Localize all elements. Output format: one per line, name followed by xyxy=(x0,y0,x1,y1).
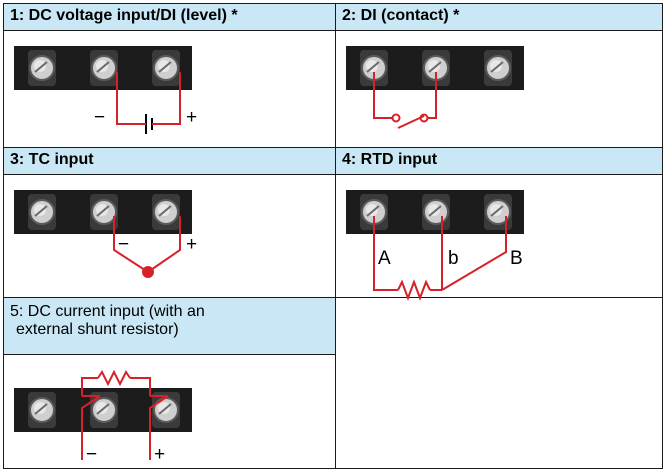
panel-3-plus-label: + xyxy=(186,234,197,255)
panel-4-terminal-block xyxy=(346,190,524,234)
panel-1-plus-label: + xyxy=(186,107,197,128)
panel-4-b-label: b xyxy=(448,248,459,269)
panel-1-wiring xyxy=(116,72,181,134)
panel-5-minus-label: − xyxy=(86,444,97,465)
panel-1-terminal-block xyxy=(14,46,192,90)
panel-5-header: 5: DC current input (with an external sh… xyxy=(3,297,336,355)
panel-4-wiring xyxy=(373,216,507,301)
empty-panel xyxy=(335,297,663,469)
panel-1-title: 1: DC voltage input/DI (level) * xyxy=(10,7,238,24)
panel-3-title: 3: TC input xyxy=(10,151,94,168)
panel-1-minus-label: − xyxy=(94,107,105,128)
panel-3-wiring xyxy=(113,216,181,278)
panel-5-wiring xyxy=(81,369,169,460)
panel-3-header: 3: TC input xyxy=(3,147,336,175)
panel-1-header: 1: DC voltage input/DI (level) * xyxy=(3,3,336,31)
panel-4-a-label: A xyxy=(378,248,391,269)
panel-2-title: 2: DI (contact) * xyxy=(342,7,460,24)
panel-5-plus-label: + xyxy=(154,444,165,465)
panel-4-bb-label: B xyxy=(510,248,523,269)
panel-3-terminal-block xyxy=(14,190,192,234)
panel-4-title: 4: RTD input xyxy=(342,151,438,168)
panel-5-terminal-block xyxy=(14,388,192,432)
panel-2-wiring xyxy=(373,72,437,129)
panel-5-title: 5: DC current input (with an external sh… xyxy=(10,303,205,338)
panel-3-minus-label: − xyxy=(118,234,129,255)
panel-2-header: 2: DI (contact) * xyxy=(335,3,663,31)
